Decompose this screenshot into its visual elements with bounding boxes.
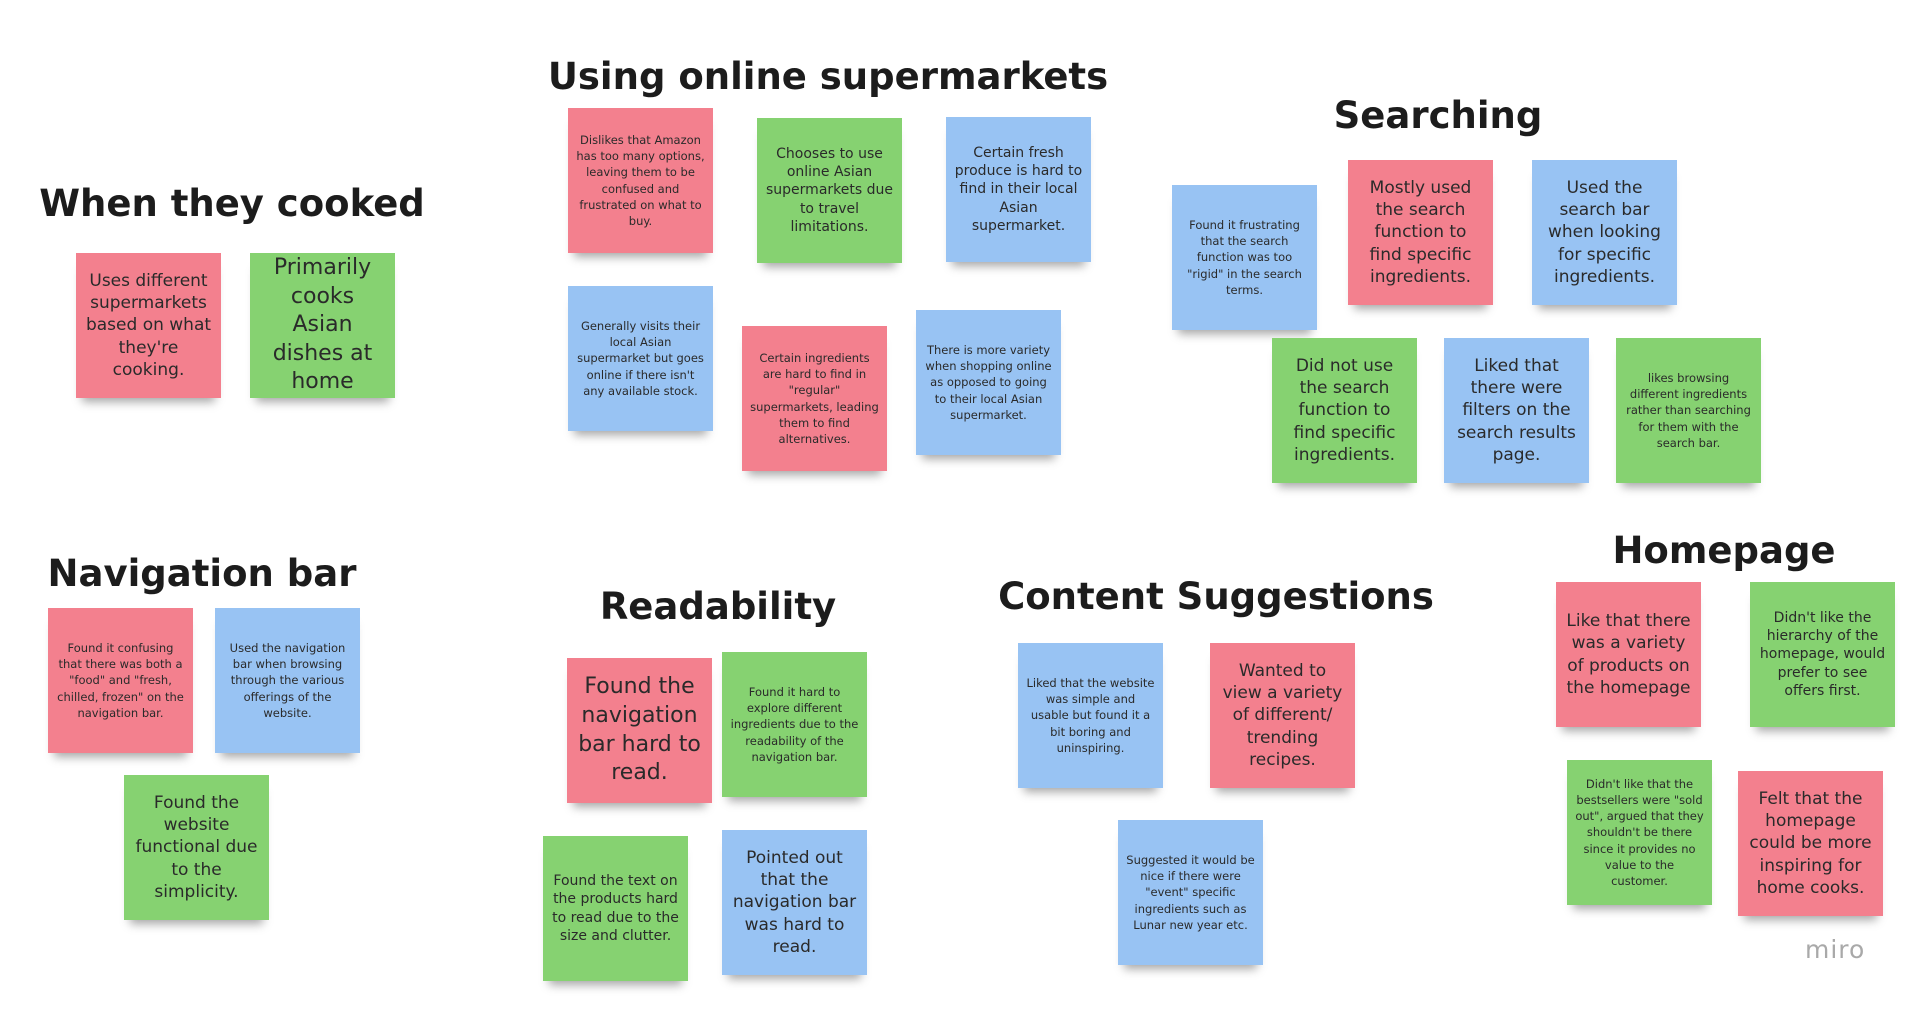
note-text: Found the navigation bar hard to read. bbox=[578, 674, 701, 786]
sticky-note[interactable]: Found it confusing that there was both a… bbox=[48, 608, 193, 753]
sticky-note[interactable]: Felt that the homepage could be more ins… bbox=[1738, 771, 1883, 916]
note-text: Wanted to view a variety of different/ t… bbox=[1222, 661, 1343, 770]
sticky-note[interactable]: Generally visits their local Asian super… bbox=[568, 286, 713, 431]
sticky-note[interactable]: Chooses to use online Asian supermarkets… bbox=[757, 118, 902, 263]
sticky-note[interactable]: Used the navigation bar when browsing th… bbox=[215, 608, 360, 753]
note-text: Didn't like the hierarchy of the homepag… bbox=[1759, 610, 1886, 699]
note-text: There is more variety when shopping onli… bbox=[925, 343, 1052, 422]
note-text: Liked that there were filters on the sea… bbox=[1457, 356, 1576, 465]
sticky-note[interactable]: Certain fresh produce is hard to find in… bbox=[946, 117, 1091, 262]
section-title-using-online-supermarkets: Using online supermarkets bbox=[547, 55, 1109, 98]
note-text: Generally visits their local Asian super… bbox=[577, 319, 704, 398]
note-text: Did not use the search function to find … bbox=[1293, 356, 1396, 465]
sticky-note[interactable]: Pointed out that the navigation bar was … bbox=[722, 830, 867, 975]
sticky-note[interactable]: Liked that there were filters on the sea… bbox=[1444, 338, 1589, 483]
sticky-note[interactable]: Primarily cooks Asian dishes at home bbox=[250, 253, 395, 398]
sticky-note[interactable]: Found it frustrating that the search fun… bbox=[1172, 185, 1317, 330]
section-title-homepage: Homepage bbox=[1612, 529, 1836, 572]
sticky-note[interactable]: Suggested it would be nice if there were… bbox=[1118, 820, 1263, 965]
miro-logo: miro bbox=[1805, 935, 1866, 964]
sticky-note[interactable]: Did not use the search function to find … bbox=[1272, 338, 1417, 483]
section-title-when-they-cooked: When they cooked bbox=[39, 182, 425, 225]
note-text: Found it hard to explore different ingre… bbox=[730, 685, 859, 764]
note-text: likes browsing different ingredients rat… bbox=[1626, 371, 1751, 450]
sticky-note[interactable]: There is more variety when shopping onli… bbox=[916, 310, 1061, 455]
note-text: Chooses to use online Asian supermarkets… bbox=[766, 146, 893, 235]
note-text: Dislikes that Amazon has too many option… bbox=[576, 133, 705, 228]
sticky-note[interactable]: Found the website functional due to the … bbox=[124, 775, 269, 920]
sticky-note[interactable]: Didn't like that the bestsellers were "s… bbox=[1567, 760, 1712, 905]
note-text: Mostly used the search function to find … bbox=[1369, 178, 1472, 287]
sticky-note[interactable]: Wanted to view a variety of different/ t… bbox=[1210, 643, 1355, 788]
sticky-note[interactable]: Found it hard to explore different ingre… bbox=[722, 652, 867, 797]
note-text: Primarily cooks Asian dishes at home bbox=[272, 255, 373, 395]
note-text: Pointed out that the navigation bar was … bbox=[732, 848, 857, 957]
note-text: Certain fresh produce is hard to find in… bbox=[954, 145, 1083, 234]
note-text: Found it confusing that there was both a… bbox=[57, 641, 184, 720]
sticky-note[interactable]: Found the text on the products hard to r… bbox=[543, 836, 688, 981]
note-text: Uses different supermarkets based on wha… bbox=[85, 271, 212, 380]
note-text: Found it frustrating that the search fun… bbox=[1187, 218, 1302, 297]
sticky-note[interactable]: Didn't like the hierarchy of the homepag… bbox=[1750, 582, 1895, 727]
note-text: Suggested it would be nice if there were… bbox=[1126, 853, 1255, 932]
section-title-content-suggestions: Content Suggestions bbox=[998, 575, 1434, 618]
sticky-note[interactable]: Mostly used the search function to find … bbox=[1348, 160, 1493, 305]
note-text: Found the website functional due to the … bbox=[135, 793, 258, 902]
note-text: Used the search bar when looking for spe… bbox=[1548, 178, 1661, 287]
sticky-note[interactable]: Liked that the website was simple and us… bbox=[1018, 643, 1163, 788]
sticky-note[interactable]: Dislikes that Amazon has too many option… bbox=[568, 108, 713, 253]
sticky-note[interactable]: likes browsing different ingredients rat… bbox=[1616, 338, 1761, 483]
note-text: Felt that the homepage could be more ins… bbox=[1749, 789, 1872, 898]
sticky-note[interactable]: Found the navigation bar hard to read. bbox=[567, 658, 712, 803]
sticky-note[interactable]: Certain ingredients are hard to find in … bbox=[742, 326, 887, 471]
section-title-searching: Searching bbox=[1333, 94, 1543, 137]
note-text: Liked that the website was simple and us… bbox=[1026, 676, 1155, 755]
note-text: Didn't like that the bestsellers were "s… bbox=[1575, 777, 1704, 888]
note-text: Used the navigation bar when browsing th… bbox=[229, 641, 346, 720]
note-text: Found the text on the products hard to r… bbox=[552, 873, 679, 944]
note-text: Certain ingredients are hard to find in … bbox=[750, 351, 879, 446]
note-text: Like that there was a variety of product… bbox=[1566, 611, 1691, 698]
sticky-note[interactable]: Used the search bar when looking for spe… bbox=[1532, 160, 1677, 305]
sticky-note[interactable]: Like that there was a variety of product… bbox=[1556, 582, 1701, 727]
section-title-readability: Readability bbox=[599, 585, 837, 628]
sticky-note[interactable]: Uses different supermarkets based on wha… bbox=[76, 253, 221, 398]
section-title-navigation-bar: Navigation bar bbox=[47, 552, 357, 595]
